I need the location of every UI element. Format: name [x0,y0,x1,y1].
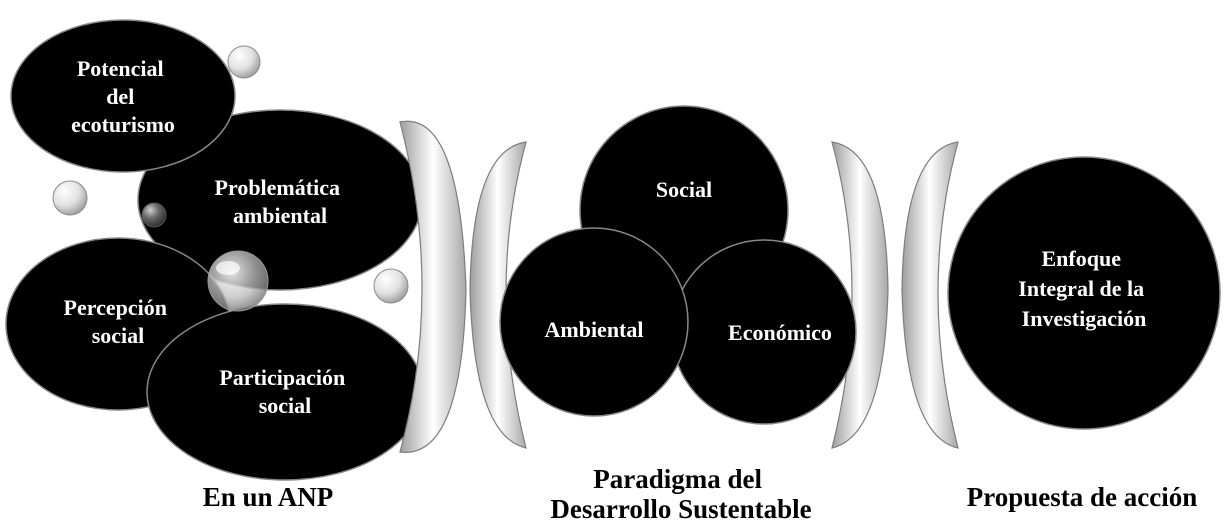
ambiental-label: Ambiental [545,317,644,342]
economico-label: Económico [728,320,832,345]
potencial-ecoturismo-node: Potencial del ecoturismo [10,19,236,173]
paradigm-caption: Paradigma del Desarrollo Sustentable [550,464,811,524]
social-label: Social [656,177,712,202]
dark-pearl-decoration [141,202,167,228]
action-cluster: Enfoque Integral de la Investigación Pro… [947,156,1221,512]
participacion-label: Participación social [219,365,350,418]
percepcion-label: Percepción social [64,295,173,348]
problematica-label: Problemática ambiental [215,175,346,228]
economico-node: Económico [671,239,857,425]
glass-bubble-decoration [207,250,269,312]
arc-right-outer [831,141,889,449]
pearl-top-decoration [227,45,261,79]
pearl-left-decoration [52,180,88,216]
action-caption: Propuesta de acción [967,482,1198,512]
problematica-ambiental-node: Problemática ambiental [137,109,423,291]
potencial-label: Potencial del ecoturismo [71,56,175,137]
separator-arcs-right [831,141,959,449]
anp-cluster: Problemática ambiental Potencial del eco… [5,19,424,512]
glass-highlight-decoration [216,261,240,275]
separator-arcs-left [399,120,527,453]
anp-caption: En un ANP [203,482,334,512]
arc-right-inner [901,141,959,449]
arc-left-outer [399,120,467,453]
pearl-right-decoration [373,268,409,304]
arc-left-inner [469,141,527,449]
ambiental-node: Ambiental [499,227,689,417]
paradigm-cluster: Social Económico Ambiental Paradigma del… [499,105,857,524]
enfoque-label: Enfoque Integral de la Investigación [1018,246,1149,331]
enfoque-integral-node: Enfoque Integral de la Investigación [947,156,1221,430]
participacion-social-node: Participación social [146,303,424,481]
